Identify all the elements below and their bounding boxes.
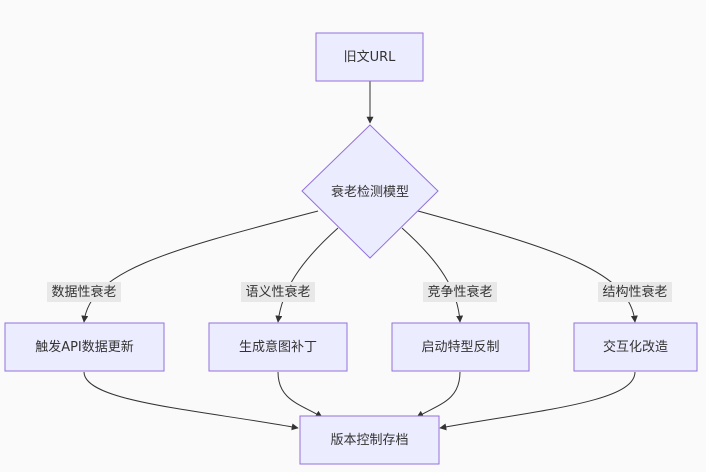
node-interactive-rebuild[interactable]: 交互化改造	[573, 322, 698, 372]
svg-text:衰老检测模型: 衰老检测模型	[331, 184, 409, 200]
node-decision[interactable]: 衰老检测模型	[301, 124, 439, 259]
svg-text:语义性衰老: 语义性衰老	[245, 284, 310, 300]
edge-patch-to-archive	[277, 371, 323, 418]
svg-text:旧文URL: 旧文URL	[344, 50, 397, 65]
edge-decision-to-reverse	[401, 227, 464, 323]
edge-decision-to-interact	[417, 210, 638, 323]
svg-text:版本控制存档: 版本控制存档	[330, 433, 408, 448]
node-version-archive[interactable]: 版本控制存档	[299, 415, 440, 465]
svg-text:触发API数据更新: 触发API数据更新	[35, 339, 134, 355]
node-intent-patch[interactable]: 生成意图补丁	[208, 322, 348, 372]
edge-label-competitive-decay: 竞争性衰老	[423, 282, 497, 302]
svg-text:数据性衰老: 数据性衰老	[51, 284, 116, 300]
edge-api-to-archive	[83, 371, 299, 431]
edge-decision-to-patch	[275, 227, 339, 323]
svg-text:启动特型反制: 启动特型反制	[421, 340, 499, 355]
svg-text:生成意图补丁: 生成意图补丁	[239, 339, 317, 355]
edge-label-structural-decay: 结构性衰老	[598, 282, 672, 302]
edge-interact-to-archive	[439, 371, 636, 431]
svg-text:竞争性衰老: 竞争性衰老	[427, 284, 492, 300]
svg-text:结构性衰老: 结构性衰老	[602, 284, 667, 300]
edge-reverse-to-archive	[416, 371, 461, 418]
svg-text:交互化改造: 交互化改造	[603, 339, 668, 355]
node-api-update[interactable]: 触发API数据更新	[4, 322, 165, 372]
edge-label-semantic-decay: 语义性衰老	[241, 282, 315, 302]
node-counter-reverse[interactable]: 启动特型反制	[391, 322, 530, 372]
edge-label-data-decay: 数据性衰老	[47, 282, 121, 302]
edge-decision-to-api	[81, 210, 319, 323]
node-start[interactable]: 旧文URL	[315, 32, 424, 82]
